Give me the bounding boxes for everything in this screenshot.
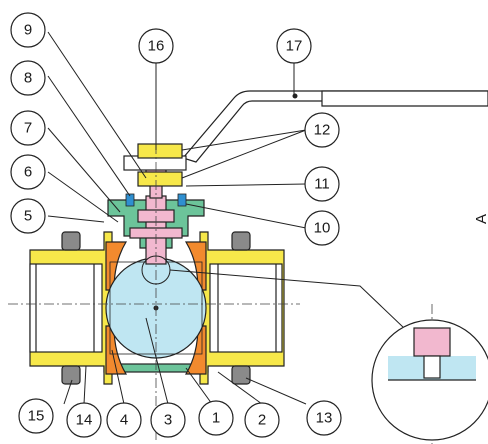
right-end-cap — [199, 231, 285, 385]
callout-8: 8 — [10, 60, 46, 96]
callout-number: 2 — [258, 412, 266, 429]
callout-circle — [10, 60, 46, 96]
callout-circle — [198, 400, 234, 436]
callout-number: 8 — [24, 70, 32, 87]
callout-circle — [10, 12, 46, 48]
view-label: A — [473, 214, 488, 224]
callout-circle — [244, 402, 280, 438]
callout-3: 3 — [150, 402, 186, 438]
callout-number: 9 — [24, 22, 32, 39]
callout-circle — [10, 154, 46, 190]
callout-number: 13 — [316, 410, 333, 427]
callout-13: 13 — [306, 400, 342, 436]
callout-number: 16 — [148, 38, 165, 55]
callout-number: 7 — [24, 120, 32, 137]
detail-view-a — [141, 255, 488, 441]
callout-circle — [304, 112, 340, 148]
callout-11: 11 — [304, 166, 340, 202]
callout-circle — [18, 398, 54, 434]
callout-circle — [106, 402, 142, 438]
callout-number: 14 — [76, 412, 93, 429]
callout-5: 5 — [10, 198, 46, 234]
callout-17: 17 — [276, 28, 312, 64]
callout-circle — [304, 210, 340, 246]
callout-number: 12 — [314, 122, 331, 139]
leader-lines — [47, 31, 307, 405]
callout-number: 5 — [24, 208, 32, 225]
callout-2: 2 — [244, 402, 280, 438]
callout-16: 16 — [138, 28, 174, 64]
callout-circle — [304, 166, 340, 202]
callout-circle — [276, 28, 312, 64]
callout-number: 15 — [28, 408, 45, 425]
callout-14: 14 — [66, 402, 102, 438]
callout-circle — [150, 402, 186, 438]
callout-number: 1 — [212, 410, 220, 427]
callout-circle — [306, 400, 342, 436]
callout-number: 11 — [314, 176, 330, 193]
callout-number: 17 — [286, 38, 303, 55]
callout-circle — [138, 28, 174, 64]
callout-10: 10 — [304, 210, 340, 246]
callout-6: 6 — [10, 154, 46, 190]
callout-9: 9 — [10, 12, 46, 48]
callout-number: 4 — [120, 412, 128, 429]
callout-4: 4 — [106, 402, 142, 438]
left-end-cap — [29, 231, 113, 385]
callout-circle — [66, 402, 102, 438]
callout-number: 6 — [24, 164, 32, 181]
stud-nuts — [61, 231, 251, 385]
callout-7: 7 — [10, 110, 46, 146]
stem-nuts — [123, 143, 187, 187]
callout-circle — [10, 198, 46, 234]
callout-circle — [10, 110, 46, 146]
callout-1: 1 — [198, 400, 234, 436]
handle — [181, 90, 488, 163]
callout-12: 12 — [304, 112, 340, 148]
callout-number: 3 — [164, 412, 172, 429]
callout-number: 10 — [314, 220, 331, 237]
callout-15: 15 — [18, 398, 54, 434]
